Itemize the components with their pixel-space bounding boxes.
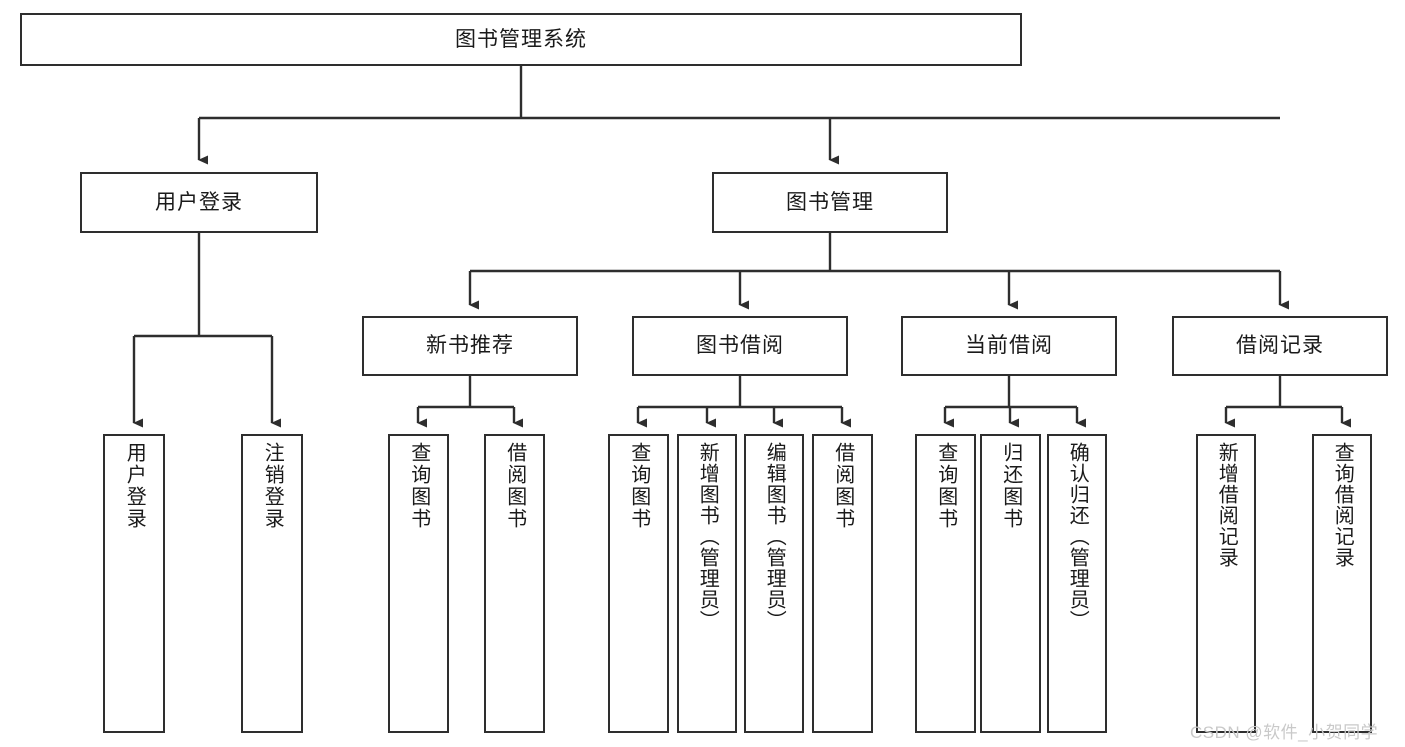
node-label: 当前借阅 xyxy=(965,334,1053,358)
node-user-login[interactable]: 用户登录 xyxy=(80,172,318,233)
node-label: 新书推荐 xyxy=(426,334,514,358)
node-current-borrow[interactable]: 当前借阅 xyxy=(901,316,1117,376)
leaf-borrow-books-borrow[interactable]: 借阅图书 xyxy=(812,434,873,733)
edge-newbook-to-leaves xyxy=(416,376,523,428)
leaf-user-login[interactable]: 用户登录 xyxy=(103,434,165,733)
node-new-book-recommend[interactable]: 新书推荐 xyxy=(362,316,578,376)
node-label: 编辑图书（管理员） xyxy=(763,442,786,631)
edge-records-to-leaves xyxy=(1224,376,1351,428)
node-label: 借阅图书 xyxy=(831,442,854,530)
node-book-management[interactable]: 图书管理 xyxy=(712,172,948,233)
node-label: 查询借阅记录 xyxy=(1331,442,1354,568)
node-book-borrow[interactable]: 图书借阅 xyxy=(632,316,848,376)
leaf-return-books[interactable]: 归还图书 xyxy=(980,434,1041,733)
node-label: 图书管理系统 xyxy=(455,27,587,51)
node-label: 新增图书（管理员） xyxy=(696,442,719,631)
leaf-query-borrow-record[interactable]: 查询借阅记录 xyxy=(1312,434,1372,733)
node-label: 用户登录 xyxy=(155,190,243,214)
edge-borrow-to-leaves xyxy=(636,376,851,428)
edge-bookmgmt-to-level2 xyxy=(468,233,1289,310)
node-label: 图书管理 xyxy=(786,190,874,214)
node-label: 借阅记录 xyxy=(1236,334,1324,358)
leaf-edit-book-admin[interactable]: 编辑图书（管理员） xyxy=(744,434,804,733)
leaf-query-books-borrow[interactable]: 查询图书 xyxy=(608,434,669,733)
node-label: 确认归还（管理员） xyxy=(1066,442,1089,631)
node-label: 查询图书 xyxy=(934,442,957,530)
node-label: 借阅图书 xyxy=(503,442,526,530)
node-borrow-records[interactable]: 借阅记录 xyxy=(1172,316,1388,376)
leaf-borrow-books-newbook[interactable]: 借阅图书 xyxy=(484,434,545,733)
leaf-logout[interactable]: 注销登录 xyxy=(241,434,303,733)
leaf-add-book-admin[interactable]: 新增图书（管理员） xyxy=(677,434,737,733)
node-label: 注销登录 xyxy=(261,442,284,530)
node-label: 图书借阅 xyxy=(696,334,784,358)
edge-userlogin-to-leaves xyxy=(132,233,281,428)
node-root-system[interactable]: 图书管理系统 xyxy=(20,13,1022,66)
edge-root-to-level1 xyxy=(197,66,1280,165)
leaf-query-books-newbook[interactable]: 查询图书 xyxy=(388,434,449,733)
node-label: 归还图书 xyxy=(999,442,1022,530)
leaf-confirm-return-admin[interactable]: 确认归还（管理员） xyxy=(1047,434,1107,733)
edge-current-to-leaves xyxy=(943,376,1086,428)
leaf-add-borrow-record[interactable]: 新增借阅记录 xyxy=(1196,434,1256,733)
node-label: 查询图书 xyxy=(627,442,650,530)
leaf-query-books-current[interactable]: 查询图书 xyxy=(915,434,976,733)
node-label: 用户登录 xyxy=(123,442,146,530)
node-label: 新增借阅记录 xyxy=(1215,442,1238,568)
node-label: 查询图书 xyxy=(407,442,430,530)
